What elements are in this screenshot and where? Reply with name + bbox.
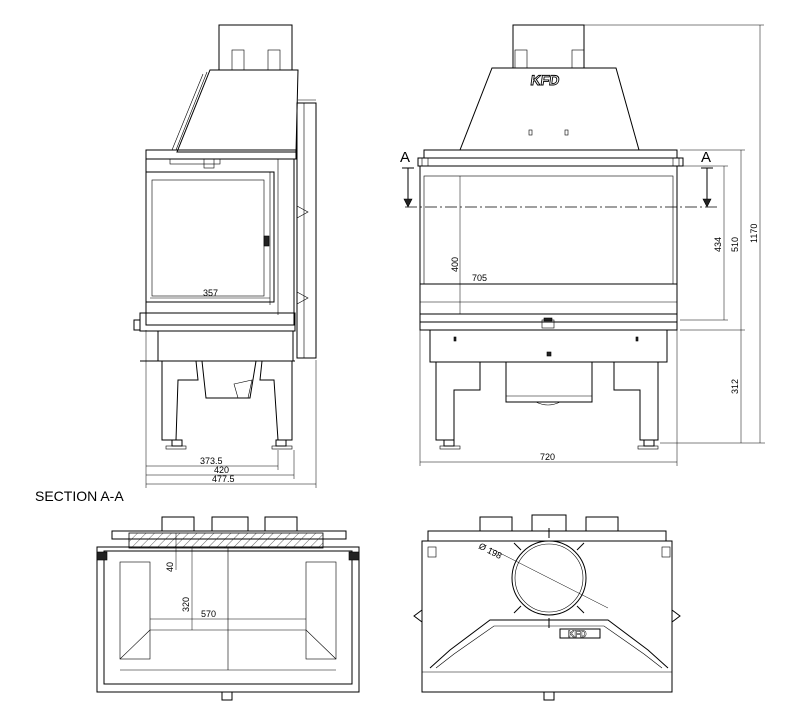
kfd-logo-rear: KFD — [568, 629, 587, 639]
dim-front-door-height: 434 — [713, 237, 723, 252]
dim-section-firebox-width: 570 — [201, 609, 216, 619]
dim-front-glass-height: 400 — [450, 257, 460, 272]
dim-side-inner-depth: 373.5 — [200, 456, 223, 466]
dim-front-leg-height: 312 — [730, 379, 740, 394]
front-view — [402, 24, 765, 466]
dim-side-glass-width: 357 — [203, 288, 218, 298]
dim-side-total-depth: 477.5 — [212, 474, 235, 484]
dim-front-body-height: 510 — [730, 237, 740, 252]
dim-front-glass-width: 705 — [472, 273, 487, 283]
dim-outlet-diameter: Ø 198 — [477, 541, 503, 561]
section-marker-right: A — [701, 149, 711, 166]
section-marker-left: A — [400, 149, 410, 166]
section-a-a — [96, 516, 360, 701]
side-view — [133, 24, 317, 488]
dim-section-firebox-depth: 320 — [181, 597, 191, 612]
dim-side-depth: 420 — [214, 465, 229, 475]
dim-front-total-width: 720 — [540, 452, 555, 462]
section-title: SECTION A-A — [35, 488, 124, 504]
rear-view — [413, 514, 681, 701]
dim-section-top-thickness: 40 — [165, 562, 175, 572]
dim-front-total-height: 1170 — [749, 224, 759, 243]
kfd-logo: KFD — [530, 72, 561, 88]
